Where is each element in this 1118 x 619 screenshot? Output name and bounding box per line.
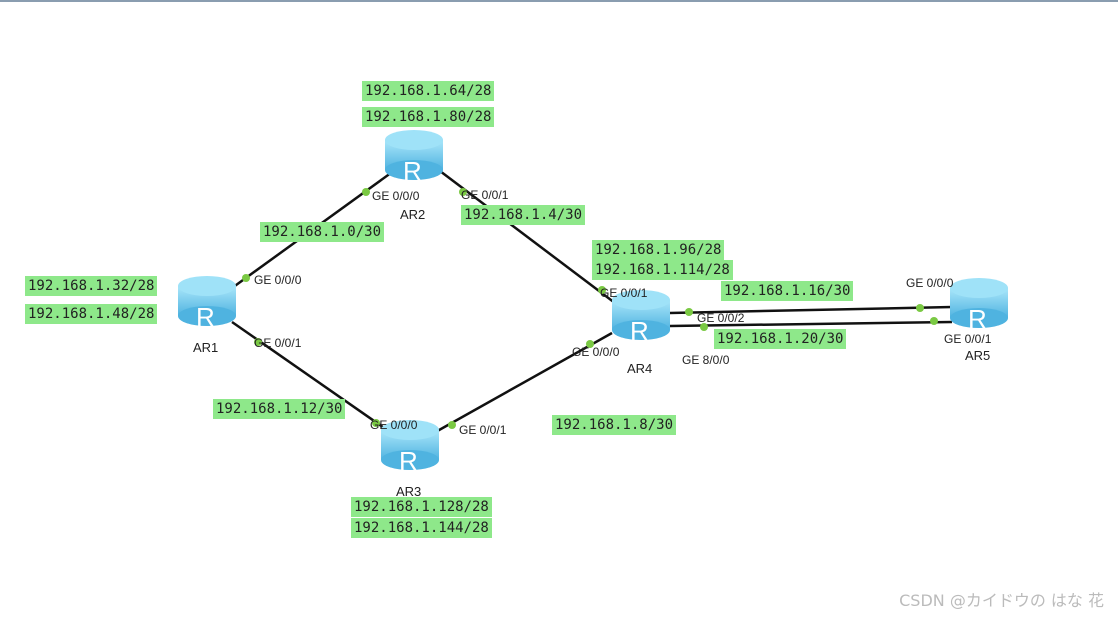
net-label: 192.168.1.64/28 [362, 81, 495, 101]
router-ar3[interactable]: AR3 [396, 484, 422, 499]
router-ar2[interactable]: AR2 [400, 207, 426, 222]
port-dot [916, 304, 924, 312]
net-label: 192.168.1.8/30 [552, 415, 677, 435]
net-label: 192.168.1.32/28 [25, 276, 158, 296]
port-label: GE 0/0/1 [944, 332, 992, 346]
net-label: 192.168.1.96/28 [592, 240, 725, 260]
port-dot [930, 317, 938, 325]
router-glyph: R [403, 156, 422, 186]
watermark: CSDN @カイドウの はな 花 [899, 591, 1104, 610]
port-label: GE 0/0/0 [370, 418, 418, 432]
window-top-border [0, 0, 1118, 2]
link-ar4-ar5-a [669, 305, 953, 315]
port-dot [242, 274, 250, 282]
net-label: 192.168.1.80/28 [362, 107, 495, 127]
port-dot [685, 308, 693, 316]
router-glyph: R [399, 446, 418, 476]
net-label: 192.168.1.114/28 [592, 260, 733, 280]
net-label: 192.168.1.144/28 [351, 518, 492, 538]
router-glyph: R [968, 304, 987, 334]
router-ar1-icon [178, 276, 236, 326]
router-glyph: R [196, 302, 215, 332]
port-dot [372, 419, 380, 427]
net-label: 192.168.1.4/30 [461, 205, 586, 225]
port-dot [448, 421, 456, 429]
port-dot [362, 188, 370, 196]
router-ar3-icon [381, 420, 439, 470]
router-icons [178, 130, 1008, 470]
net-label: 192.168.1.128/28 [351, 497, 492, 517]
port-label: GE 0/0/1 [461, 188, 509, 202]
port-label: GE 0/0/0 [372, 189, 420, 203]
port-label: GE 8/0/0 [682, 353, 730, 367]
net-label: 192.168.1.20/30 [714, 329, 847, 349]
port-label: GE 0/0/1 [459, 423, 507, 437]
router-ar5[interactable]: AR5 [965, 348, 991, 363]
router-glyph: R [630, 316, 649, 346]
port-dot [598, 286, 606, 294]
port-dot [700, 323, 708, 331]
port-label: GE 0/0/0 [572, 345, 620, 359]
router-ar4[interactable]: AR4 [627, 361, 653, 376]
port-label: GE 0/0/0 [906, 276, 954, 290]
port-dot [254, 338, 262, 346]
link-ar3-ar4 [431, 331, 613, 436]
net-label: 192.168.1.48/28 [25, 304, 158, 324]
router-ar5-icon [950, 278, 1008, 328]
port-label: GE 0/0/1 [254, 336, 302, 350]
port-label: GE 0/0/1 [600, 286, 648, 300]
port-dot [459, 188, 467, 196]
net-label: 192.168.1.0/30 [260, 222, 385, 242]
router-ar1[interactable]: AR1 [193, 340, 219, 355]
router-ar2-icon [385, 130, 443, 180]
net-label: 192.168.1.16/30 [721, 281, 854, 301]
port-label: GE 0/0/0 [254, 273, 302, 287]
link-ar4-ar5-b [669, 320, 953, 328]
port-label: GE 0/0/2 [697, 311, 745, 325]
net-label: 192.168.1.12/30 [213, 399, 346, 419]
router-ar4-icon [612, 290, 670, 340]
port-dot [586, 340, 594, 348]
